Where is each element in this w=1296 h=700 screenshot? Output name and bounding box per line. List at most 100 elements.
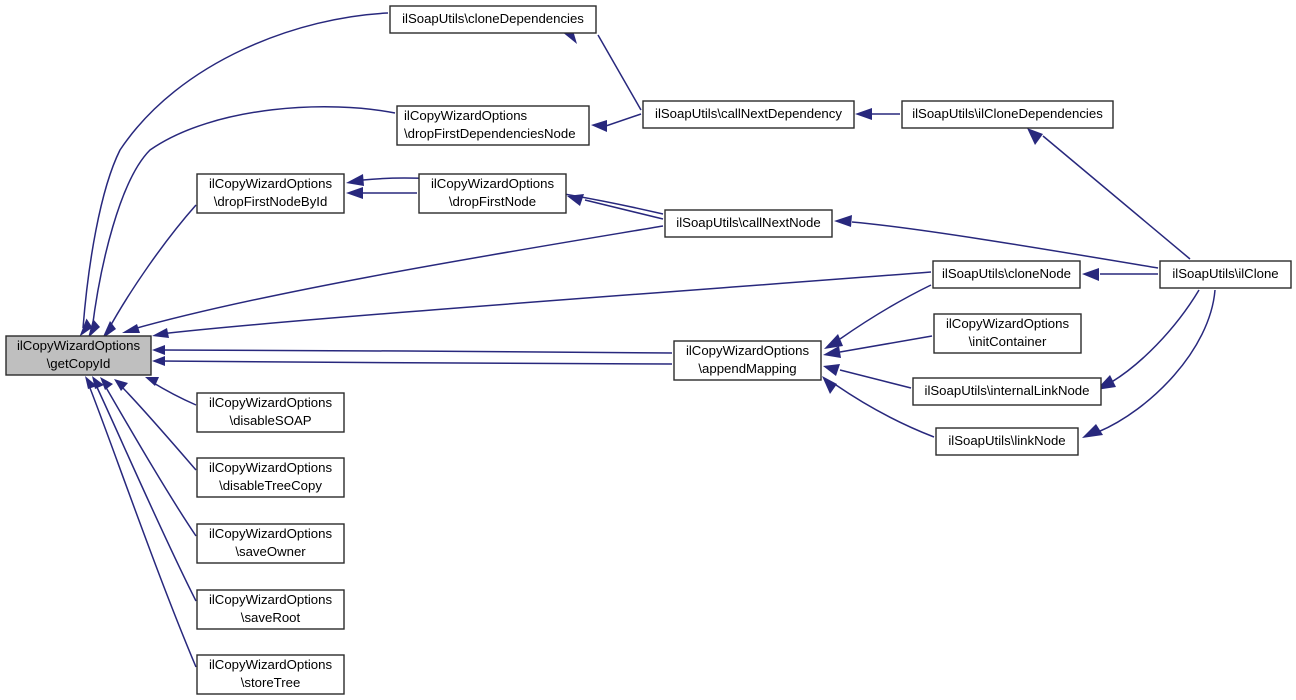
- graph-node-disableTreeCopy[interactable]: ilCopyWizardOptions\disableTreeCopy: [196, 457, 345, 498]
- graph-node-dropFirstNode[interactable]: ilCopyWizardOptions \dropFirstNode: [418, 173, 567, 214]
- node-box[interactable]: [912, 377, 1102, 406]
- edge-line: [584, 199, 664, 220]
- node-label-line1: ilSoapUtils\ilCloneDependencies: [912, 106, 1103, 121]
- node-label-line1: ilCopyWizardOptions: [431, 176, 555, 191]
- graph-node-ilClone[interactable]: ilSoapUtils\ilClone: [1159, 260, 1292, 289]
- node-box[interactable]: [389, 5, 597, 34]
- node-box[interactable]: [5, 335, 152, 376]
- node-box[interactable]: [196, 523, 345, 564]
- node-box[interactable]: [196, 457, 345, 498]
- call-edge-ilClone-to-callNextNode: [834, 215, 1159, 269]
- graph-node-dropFirstNodeById[interactable]: ilCopyWizardOptions\dropFirstNodeById: [196, 173, 345, 214]
- graph-node-initContainer[interactable]: ilCopyWizardOptions \initContainer: [933, 313, 1082, 354]
- graph-node-callNextDependency[interactable]: ilSoapUtils\callNextDependency: [642, 100, 855, 129]
- edge-line: [1042, 135, 1191, 260]
- node-box[interactable]: [664, 209, 833, 238]
- node-label-line2: \dropFirstDependenciesNode: [404, 126, 576, 141]
- edge-line: [82, 12, 389, 329]
- call-edge-ilClone-to-linkNode: [1082, 289, 1216, 438]
- node-label-line1: ilSoapUtils\cloneNode: [942, 266, 1071, 281]
- node-label-line1: ilCopyWizardOptions: [686, 343, 810, 358]
- call-edge-saveOwner-to-getCopyId: [100, 377, 197, 537]
- call-edge-disableSOAP-to-getCopyId: [145, 377, 197, 406]
- graph-node-cloneNode[interactable]: ilSoapUtils\cloneNode: [932, 260, 1081, 289]
- node-label-line1: ilCopyWizardOptions: [404, 108, 528, 123]
- node-label-line2: \initContainer: [969, 334, 1047, 349]
- graph-node-cloneDependencies[interactable]: ilSoapUtils\cloneDependencies: [389, 5, 597, 34]
- graph-node-ilCloneDependencies[interactable]: ilSoapUtils\ilCloneDependencies: [901, 100, 1114, 129]
- arrowhead-icon: [100, 377, 113, 390]
- node-box[interactable]: [935, 427, 1079, 456]
- graph-node-storeTree[interactable]: ilCopyWizardOptions\storeTree: [196, 654, 345, 695]
- node-label-line2: \disableSOAP: [229, 413, 311, 428]
- node-box[interactable]: [196, 589, 345, 630]
- arrowhead-icon: [591, 120, 607, 132]
- node-label-line1: ilSoapUtils\callNextNode: [676, 215, 820, 230]
- node-box[interactable]: [901, 100, 1114, 129]
- node-box[interactable]: [642, 100, 855, 129]
- edge-line: [839, 284, 932, 340]
- call-edge-callNextNode-to-getCopyId: [122, 225, 664, 333]
- edge-line: [158, 360, 673, 365]
- node-box[interactable]: [196, 173, 345, 214]
- arrowhead-icon: [114, 379, 128, 391]
- node-label-line1: ilSoapUtils\callNextDependency: [655, 106, 842, 121]
- arrowhead-icon: [79, 318, 93, 337]
- edge-line: [106, 204, 197, 333]
- arrowhead-icon: [152, 345, 165, 355]
- arrowhead-icon: [152, 356, 165, 366]
- call-edge-storeTree-to-getCopyId: [85, 376, 197, 668]
- node-box[interactable]: [196, 392, 345, 433]
- edge-line: [129, 225, 664, 331]
- node-label-line1: ilSoapUtils\cloneDependencies: [402, 11, 584, 26]
- node-box[interactable]: [932, 260, 1081, 289]
- edge-line: [119, 384, 197, 471]
- node-box[interactable]: [418, 173, 567, 214]
- edge-line: [1109, 289, 1200, 384]
- arrowhead-icon: [102, 321, 116, 339]
- arrowhead-icon: [122, 324, 140, 333]
- graph-node-saveRoot[interactable]: ilCopyWizardOptions\saveRoot: [196, 589, 345, 630]
- graph-node-appendMapping[interactable]: ilCopyWizardOptions\appendMapping: [673, 340, 822, 381]
- node-box[interactable]: [933, 313, 1082, 354]
- call-edge-callNextDependency-to-cloneDependencies: [561, 27, 642, 111]
- arrowhead-icon: [1027, 128, 1043, 145]
- node-label-line2: \saveOwner: [235, 544, 306, 559]
- graph-node-saveOwner[interactable]: ilCopyWizardOptions \saveOwner: [196, 523, 345, 564]
- call-edge-cloneDependencies-to-getCopyId: [79, 12, 389, 337]
- call-edge-ilClone-to-cloneNode: [1082, 268, 1158, 281]
- graph-node-disableSOAP[interactable]: ilCopyWizardOptions\disableSOAP: [196, 392, 345, 433]
- arrowhead-icon: [824, 334, 843, 349]
- node-label-line2: \dropFirstNode: [449, 194, 536, 209]
- edge-line: [597, 34, 642, 111]
- arrowhead-icon: [823, 364, 840, 376]
- edge-line: [1097, 289, 1216, 433]
- node-box[interactable]: [1159, 260, 1292, 289]
- graph-node-internalLinkNode[interactable]: ilSoapUtils\internalLinkNode: [912, 377, 1102, 406]
- node-label-line1: ilCopyWizardOptions: [209, 526, 333, 541]
- arrowhead-icon: [152, 328, 169, 338]
- edge-line: [839, 369, 912, 389]
- arrowhead-icon: [834, 215, 852, 227]
- call-edge-appendMapping2-to-getCopyId: [152, 356, 673, 366]
- node-label-line1: ilSoapUtils\ilClone: [1172, 266, 1278, 281]
- node-box[interactable]: [396, 105, 590, 146]
- node-label-line2: \storeTree: [241, 675, 301, 690]
- node-label-line2: \dropFirstNodeById: [214, 194, 328, 209]
- graph-node-getCopyId[interactable]: ilCopyWizardOptions\getCopyId: [5, 335, 152, 376]
- graph-node-dropFirstDependenciesNode[interactable]: ilCopyWizardOptions \dropFirstDependencie…: [396, 105, 590, 146]
- call-edge-dropFirstNode-to-dropFirstNodeById: [346, 187, 417, 199]
- edge-line: [159, 271, 932, 335]
- node-label-line1: ilCopyWizardOptions: [946, 316, 1070, 331]
- arrowhead-icon: [346, 174, 364, 186]
- arrowhead-icon: [855, 108, 872, 120]
- arrowhead-icon: [85, 376, 97, 389]
- arrowhead-icon: [823, 346, 841, 358]
- edge-line: [151, 381, 197, 406]
- graph-node-callNextNode[interactable]: ilSoapUtils\callNextNode: [664, 209, 833, 238]
- node-box[interactable]: [196, 654, 345, 695]
- node-box[interactable]: [673, 340, 822, 381]
- call-edge-callNextDependency-to-dropFirstDependenciesNode: [591, 113, 642, 132]
- graph-node-linkNode[interactable]: ilSoapUtils\linkNode: [935, 427, 1079, 456]
